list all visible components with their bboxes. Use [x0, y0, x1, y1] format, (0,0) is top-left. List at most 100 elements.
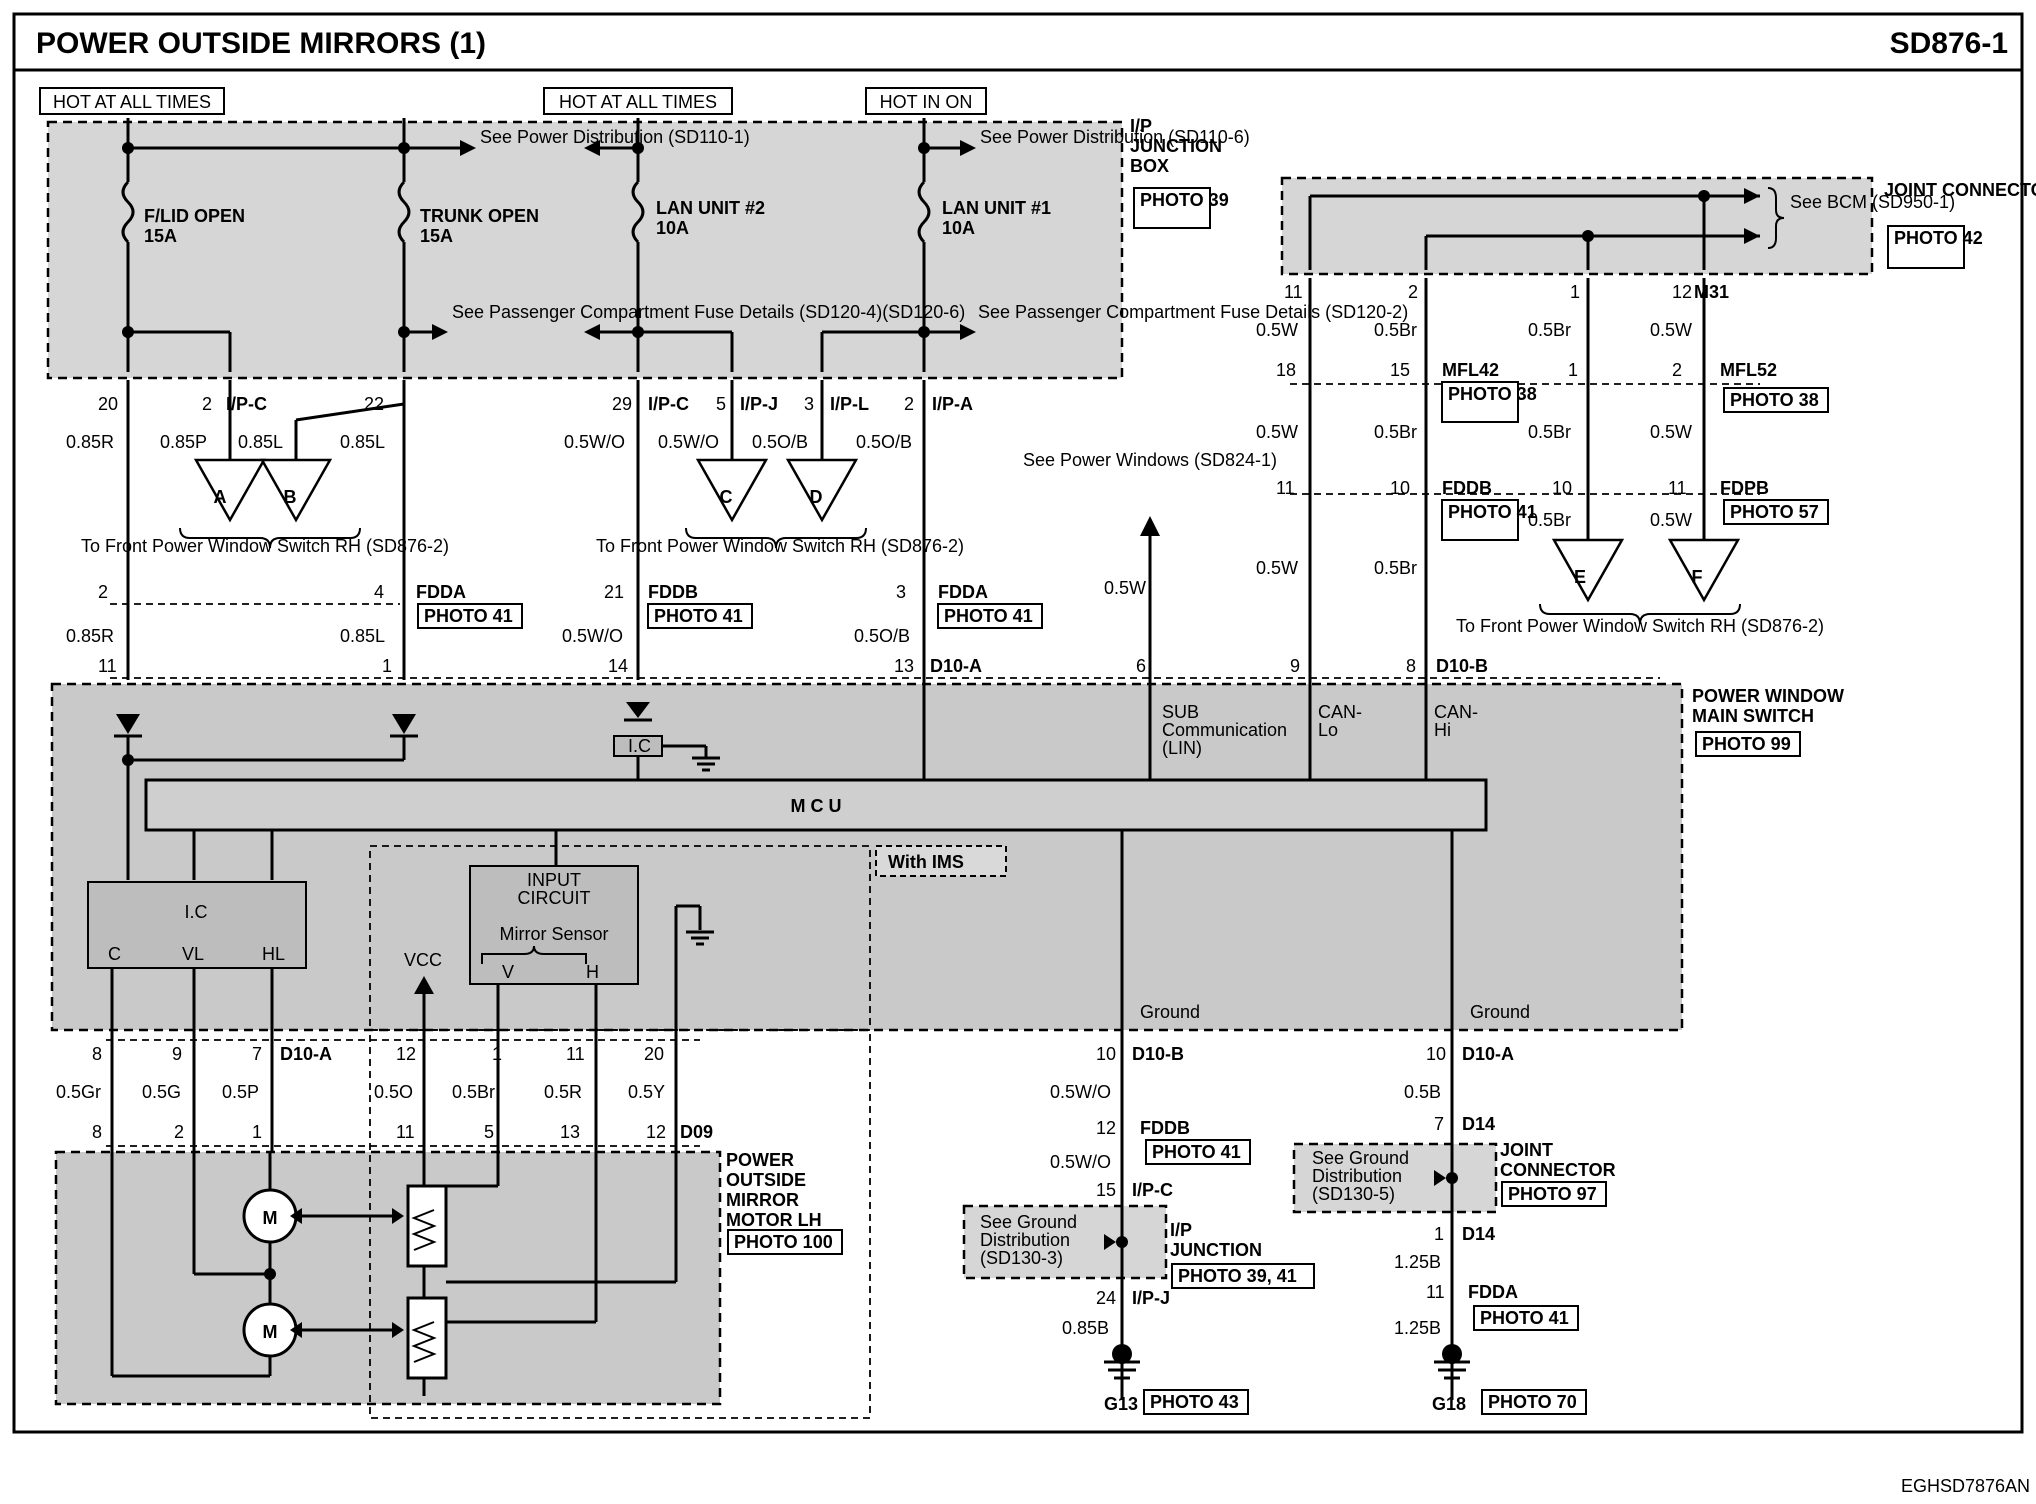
- svg-text:8: 8: [1406, 656, 1416, 676]
- ground-circuit-g13: 10 D10-B 0.5W/O 12 FDDB PHOTO 41 0.5W/O …: [1050, 1044, 1251, 1415]
- svg-text:0.85R: 0.85R: [66, 432, 114, 452]
- svg-text:0.5O: 0.5O: [374, 1082, 413, 1102]
- svg-text:0.85R: 0.85R: [66, 626, 114, 646]
- svg-text:8: 8: [92, 1044, 102, 1064]
- ic-pin-c: C: [108, 944, 121, 964]
- svg-text:0.5W: 0.5W: [1256, 422, 1298, 442]
- svg-text:10: 10: [1096, 1044, 1116, 1064]
- svg-text:D09: D09: [680, 1122, 713, 1142]
- svg-text:D10-B: D10-B: [1436, 656, 1488, 676]
- svg-text:0.5Br: 0.5Br: [1528, 510, 1571, 530]
- svg-text:FDDA: FDDA: [1468, 1282, 1518, 1302]
- svg-text:1: 1: [492, 1044, 502, 1064]
- joint-connector-region: [1280, 176, 1874, 276]
- ground-circuit-g18: 10 D10-A 0.5B 7 D14 1 D14 1.25B 11 FDDA …: [1394, 1044, 1587, 1415]
- svg-text:11: 11: [98, 656, 117, 676]
- vcc-label: VCC: [404, 950, 442, 970]
- svg-text:12: 12: [646, 1122, 666, 1142]
- svg-text:PHOTO 41: PHOTO 41: [424, 606, 513, 626]
- with-ims-region: [369, 845, 871, 1031]
- fuse-circuits: [121, 118, 976, 372]
- svg-text:1: 1: [1568, 360, 1578, 380]
- off-page-a: A: [214, 487, 227, 507]
- svg-text:PHOTO 41: PHOTO 41: [654, 606, 743, 626]
- svg-text:0.5W: 0.5W: [1650, 510, 1692, 530]
- svg-text:0.5Br: 0.5Br: [1374, 558, 1417, 578]
- can-lo-label: CAN-Lo: [1318, 702, 1362, 740]
- svg-text:D10-A: D10-A: [930, 656, 982, 676]
- switch-internals: [114, 702, 720, 880]
- svg-text:11: 11: [566, 1044, 585, 1064]
- svg-text:2: 2: [1408, 282, 1418, 302]
- pass-fuse-ref-1: See Passenger Compartment Fuse Details (…: [452, 302, 965, 322]
- ip-junction-bottom-photo: PHOTO 39, 41: [1171, 1263, 1315, 1289]
- svg-text:PHOTO 41: PHOTO 41: [1480, 1308, 1569, 1328]
- svg-text:0.5W: 0.5W: [1256, 558, 1298, 578]
- svg-text:8: 8: [92, 1122, 102, 1142]
- svg-text:1: 1: [252, 1122, 262, 1142]
- svg-text:I/P-A: I/P-A: [932, 394, 973, 414]
- svg-text:13: 13: [560, 1122, 580, 1142]
- ic-pin-vl: VL: [182, 944, 204, 964]
- ic-block: [87, 830, 307, 969]
- sensor-pin-h: H: [586, 962, 599, 982]
- svg-text:7: 7: [252, 1044, 262, 1064]
- svg-text:PHOTO 41: PHOTO 41: [1152, 1142, 1241, 1162]
- svg-text:11: 11: [1276, 478, 1295, 498]
- svg-text:0.5Br: 0.5Br: [452, 1082, 495, 1102]
- motor-m-upper: M: [263, 1208, 278, 1228]
- svg-text:5: 5: [716, 394, 726, 414]
- svg-text:0.5W: 0.5W: [1104, 578, 1146, 598]
- joint-connector-circuits: [1308, 187, 1785, 270]
- svg-text:I/P-J: I/P-J: [740, 394, 778, 414]
- svg-text:FDPB: FDPB: [1720, 478, 1769, 498]
- svg-text:12: 12: [396, 1044, 416, 1064]
- pass-fuse-ref-2: See Passenger Compartment Fuse Details (…: [978, 302, 1408, 322]
- right-pin-labels: 11 2 1 12 M31 0.5W 0.5Br 0.5Br 0.5W 18 1…: [1256, 282, 1829, 578]
- joint-connector-bottom-photo: PHOTO 97: [1501, 1181, 1607, 1207]
- main-switch-photo-badge: PHOTO 99: [1695, 731, 1801, 757]
- power-dist-ref-6: See Power Distribution (SD110-6): [980, 127, 1250, 147]
- svg-text:PHOTO 43: PHOTO 43: [1150, 1392, 1239, 1412]
- off-page-e: E: [1574, 567, 1586, 587]
- svg-text:0.5W/O: 0.5W/O: [658, 432, 719, 452]
- svg-text:2: 2: [1672, 360, 1682, 380]
- svg-text:D10-A: D10-A: [280, 1044, 332, 1064]
- svg-text:3: 3: [804, 394, 814, 414]
- svg-text:0.5W: 0.5W: [1256, 320, 1298, 340]
- input-circuit-block: [469, 830, 639, 985]
- power-dist-ref-1: See Power Distribution (SD110-1): [480, 127, 750, 147]
- svg-text:0.5W: 0.5W: [1650, 422, 1692, 442]
- svg-text:FDDA: FDDA: [938, 582, 988, 602]
- svg-text:PHOTO 100: PHOTO 100: [734, 1232, 833, 1252]
- svg-text:With IMS: With IMS: [888, 852, 964, 872]
- svg-text:2: 2: [174, 1122, 184, 1142]
- hot-at-all-times-label-2: HOT AT ALL TIMES: [543, 87, 733, 115]
- svg-text:0.85L: 0.85L: [340, 432, 385, 452]
- svg-text:14: 14: [608, 656, 628, 676]
- svg-text:PHOTO 99: PHOTO 99: [1702, 734, 1791, 754]
- d10a-row: 11 1 14 13 D10-A 6 9 8 D10-B: [98, 656, 1488, 676]
- off-page-d: D: [810, 487, 823, 507]
- off-page-f: F: [1692, 567, 1703, 587]
- hot-at-all-times-label-1: HOT AT ALL TIMES: [39, 87, 225, 115]
- page-code: SD876-1: [1890, 27, 2008, 60]
- front-window-ref-1: To Front Power Window Switch RH (SD876-2…: [81, 536, 449, 556]
- mirror-motors: [110, 1152, 678, 1396]
- svg-text:11: 11: [396, 1122, 415, 1142]
- svg-text:18: 18: [1276, 360, 1296, 380]
- svg-text:PHOTO 57: PHOTO 57: [1730, 502, 1819, 522]
- off-page-c: C: [720, 487, 733, 507]
- svg-text:D10-B: D10-B: [1132, 1044, 1184, 1064]
- svg-text:4: 4: [374, 582, 384, 602]
- svg-text:FDDA: FDDA: [416, 582, 466, 602]
- svg-text:D14: D14: [1462, 1114, 1495, 1134]
- ground-label-1: Ground: [1140, 1002, 1200, 1022]
- svg-text:0.85B: 0.85B: [1062, 1318, 1109, 1338]
- svg-text:2: 2: [904, 394, 914, 414]
